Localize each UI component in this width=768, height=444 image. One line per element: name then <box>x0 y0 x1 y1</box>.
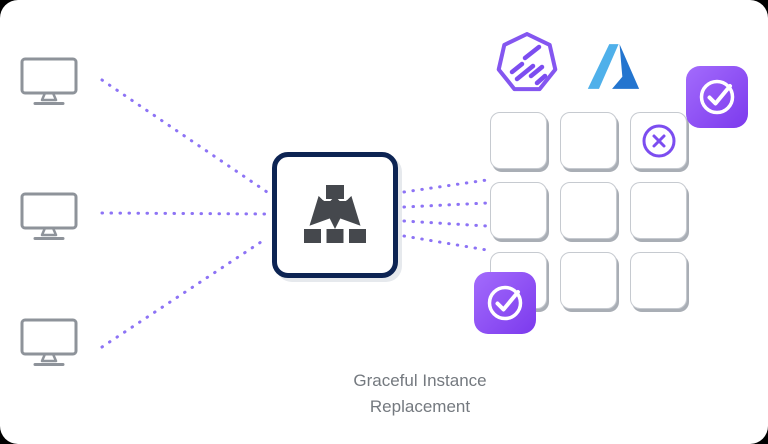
instance-cell <box>560 112 617 169</box>
instance-cell <box>630 182 687 239</box>
check-badge-top <box>686 66 748 128</box>
caption: Graceful Instance Replacement <box>300 368 540 420</box>
client-monitor-1 <box>20 57 78 107</box>
instance-cell <box>630 252 687 309</box>
client-monitor-3 <box>20 318 78 368</box>
check-circle-icon <box>699 79 735 115</box>
failed-instance-cell <box>630 112 687 169</box>
client-monitor-icon <box>20 192 78 240</box>
client-monitor-icon <box>20 318 78 366</box>
check-circle-icon <box>487 285 523 321</box>
connector-client2-to-controller <box>100 211 269 216</box>
failed-x-circle-icon <box>642 124 675 157</box>
caption-line-2: Replacement <box>369 397 471 416</box>
karpenter-heptagon-icon <box>496 32 558 92</box>
client-monitor-icon <box>20 57 78 105</box>
connector-client1-to-controller <box>100 78 269 194</box>
check-badge-bottom <box>474 272 536 334</box>
karpenter-logo <box>496 32 558 99</box>
connector-controller-to-grid-3 <box>402 219 489 228</box>
controller-box <box>272 152 398 278</box>
connector-controller-to-grid-2 <box>402 201 489 209</box>
azure-a-icon <box>587 44 640 89</box>
instance-cell <box>560 182 617 239</box>
connector-controller-to-grid-1 <box>402 178 489 194</box>
azure-logo <box>585 42 641 96</box>
hierarchy-distributor-icon <box>304 185 366 243</box>
instance-cell <box>560 252 617 309</box>
caption-line-1: Graceful Instance <box>353 371 487 390</box>
connector-controller-to-grid-4 <box>402 234 489 252</box>
instance-cell <box>490 112 547 169</box>
connector-client3-to-controller <box>100 236 269 349</box>
instance-cell <box>490 182 547 239</box>
client-monitor-2 <box>20 192 78 242</box>
